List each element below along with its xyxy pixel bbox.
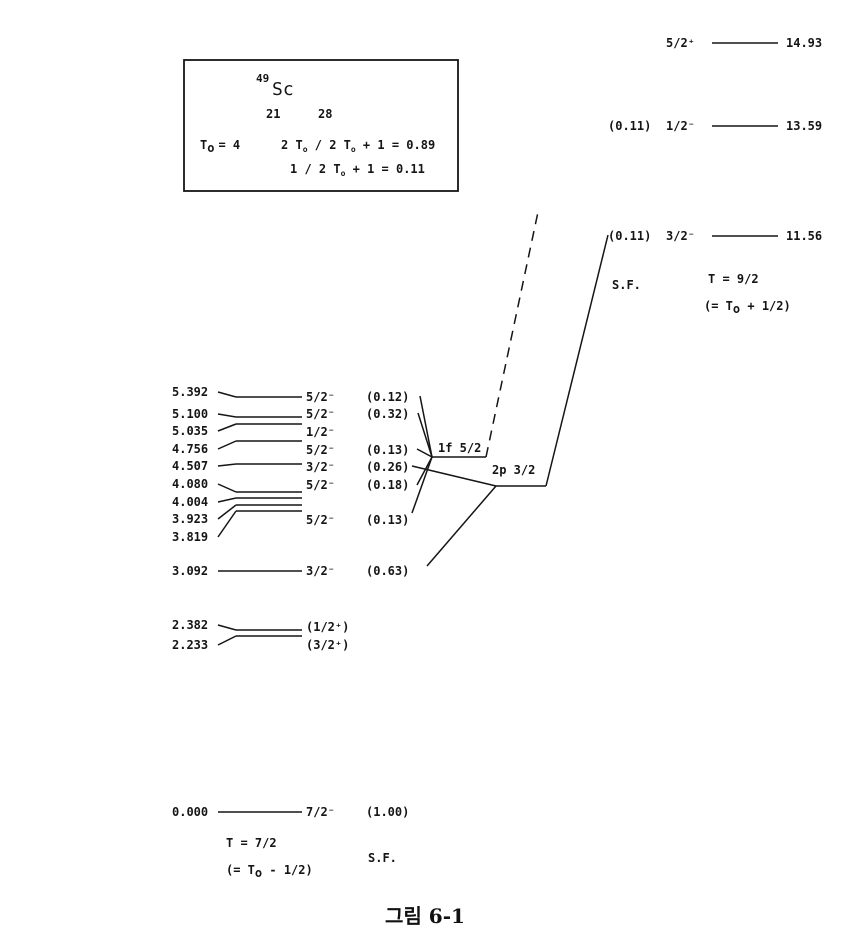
level-energy: 4.507 bbox=[172, 459, 208, 473]
level-energy: 0.000 bbox=[172, 805, 208, 819]
connector-f52-a bbox=[419, 395, 433, 458]
level-spin-parity: 5/2⁻ bbox=[306, 513, 335, 527]
ground-sf-label: S.F. bbox=[368, 851, 397, 865]
dashed-link-f52 bbox=[485, 211, 539, 458]
isospin-fraction-2: 1 / 2 To + 1 = 0.11 bbox=[290, 162, 425, 178]
level-tick bbox=[217, 440, 237, 450]
level-spin-parity: 3/2⁻ bbox=[306, 460, 335, 474]
level-energy: 5.100 bbox=[172, 407, 208, 421]
connector-f52-c bbox=[416, 448, 433, 458]
level-spin-parity: 5/2⁻ bbox=[306, 478, 335, 492]
level-tick bbox=[217, 483, 237, 493]
level-spin-parity: 5/2⁻ bbox=[306, 390, 335, 404]
level-spin-parity: (3/2⁺) bbox=[306, 638, 349, 652]
level-scheme-diagram: 49 Sc 21 28 To= 4 2 To / 2 To + 1 = 0.89… bbox=[172, 36, 822, 880]
solid-link-p32 bbox=[545, 234, 609, 487]
analog-spin-parity: 3/2⁻ bbox=[666, 229, 695, 243]
level-energy: 3.923 bbox=[172, 512, 208, 526]
level-spectroscopic-factor: (0.12) bbox=[366, 390, 409, 404]
orbital-label-p32: 2p 3/2 bbox=[492, 463, 535, 477]
level-spin-parity: 3/2⁻ bbox=[306, 564, 335, 578]
connector-p32-b bbox=[426, 485, 497, 567]
level-spectroscopic-factor: (0.13) bbox=[366, 443, 409, 457]
level-tick bbox=[217, 635, 237, 646]
level-spectroscopic-factor: (0.18) bbox=[366, 478, 409, 492]
orbital-label-f52: 1f 5/2 bbox=[438, 441, 481, 455]
analog-spectroscopic-factor: (0.11) bbox=[608, 229, 651, 243]
level-tick bbox=[217, 413, 237, 418]
neutron-number: 28 bbox=[318, 107, 332, 121]
analog-energy: 11.56 bbox=[786, 229, 822, 243]
connector-f52-d bbox=[416, 456, 433, 486]
isospin-fraction-1: 2 To / 2 To + 1 = 0.89 bbox=[281, 138, 435, 154]
upper-sf-label: S.F. bbox=[612, 278, 641, 292]
levels-group: 5.392 5/2⁻ (0.12) 5.100 5/2⁻ (0.32) 5.035 1/2⁻ 4… bbox=[172, 385, 409, 819]
level-spectroscopic-factor: (0.32) bbox=[366, 407, 409, 421]
level-energy: 5.035 bbox=[172, 424, 208, 438]
level-tick bbox=[217, 423, 237, 432]
level-spectroscopic-factor: (0.26) bbox=[366, 460, 409, 474]
figure-caption: 그림 6-1 bbox=[385, 904, 465, 928]
upper-t-label: T = 9/2 bbox=[708, 272, 759, 286]
level-spectroscopic-factor: (1.00) bbox=[366, 805, 409, 819]
level-energy: 4.080 bbox=[172, 477, 208, 491]
level-energy: 5.392 bbox=[172, 385, 208, 399]
nucleus-symbol: Sc bbox=[272, 79, 294, 100]
analog-energy: 14.93 bbox=[786, 36, 822, 50]
level-energy: 2.382 bbox=[172, 618, 208, 632]
level-spin-parity: 5/2⁻ bbox=[306, 407, 335, 421]
level-tick bbox=[217, 624, 237, 631]
level-energy: 2.233 bbox=[172, 638, 208, 652]
level-tick bbox=[217, 497, 237, 503]
level-tick bbox=[217, 504, 237, 520]
level-energy: 4.756 bbox=[172, 442, 208, 456]
analog-energy: 13.59 bbox=[786, 119, 822, 133]
analog-spin-parity: 1/2⁻ bbox=[666, 119, 695, 133]
level-tick bbox=[217, 510, 237, 538]
level-spin-parity: 7/2⁻ bbox=[306, 805, 335, 819]
connector-f52-e bbox=[411, 456, 433, 514]
ground-t-relation: (= To - 1/2) bbox=[226, 863, 313, 880]
analog-states-group: 5/2⁺ 14.93 (0.11) 1/2⁻ 13.59 (0.11) 3/2⁻ 11.56 bbox=[608, 36, 822, 243]
t0-definition: To= 4 bbox=[200, 138, 240, 155]
nucleus-info-box bbox=[183, 59, 459, 192]
ground-t-label: T = 7/2 bbox=[226, 836, 277, 850]
level-energy: 3.092 bbox=[172, 564, 208, 578]
level-spin-parity: 1/2⁻ bbox=[306, 425, 335, 439]
upper-t-relation: (= To + 1/2) bbox=[704, 299, 791, 316]
level-spin-parity: 5/2⁻ bbox=[306, 443, 335, 457]
level-spin-parity: (1/2⁺) bbox=[306, 620, 349, 634]
level-tick bbox=[217, 391, 237, 398]
level-spectroscopic-factor: (0.63) bbox=[366, 564, 409, 578]
level-tick bbox=[217, 463, 237, 467]
level-spectroscopic-factor: (0.13) bbox=[366, 513, 409, 527]
mass-number: 49 bbox=[256, 72, 269, 85]
analog-spin-parity: 5/2⁺ bbox=[666, 36, 695, 50]
level-energy: 3.819 bbox=[172, 530, 208, 544]
connector-f52-b bbox=[417, 412, 433, 458]
level-energy: 4.004 bbox=[172, 495, 208, 509]
connector-p32-a bbox=[411, 465, 497, 487]
proton-number: 21 bbox=[266, 107, 280, 121]
analog-spectroscopic-factor: (0.11) bbox=[608, 119, 651, 133]
